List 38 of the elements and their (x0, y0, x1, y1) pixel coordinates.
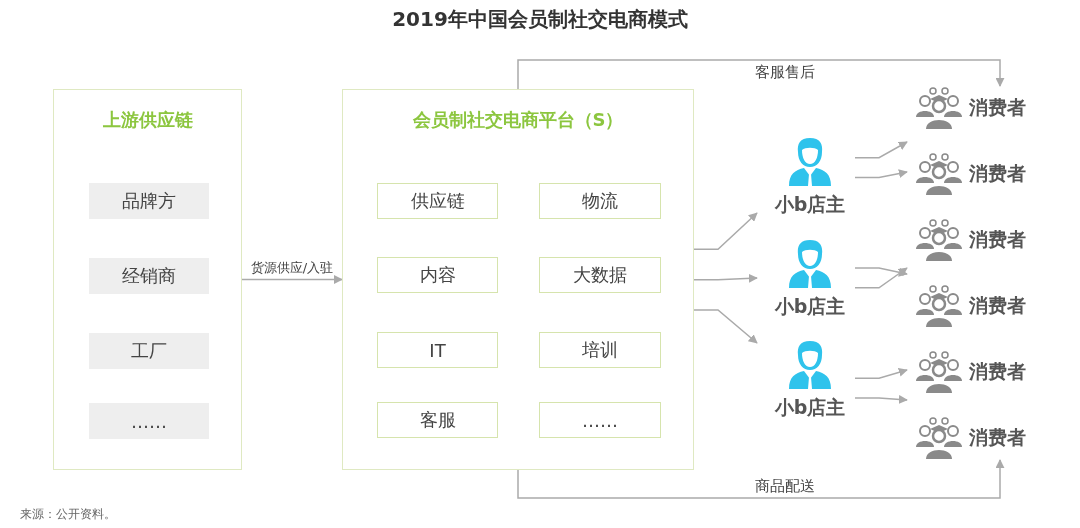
item-box (539, 402, 661, 438)
consumer-label: 消费者 (969, 161, 1026, 186)
item-box (539, 183, 661, 219)
consumer-label: 消费者 (969, 227, 1026, 252)
edge-label: 客服售后 (754, 63, 816, 82)
source-note: 来源：公开资料。 (20, 506, 116, 523)
item-label: 供应链 (410, 189, 465, 213)
item-label: 大数据 (573, 263, 627, 287)
consumer-label: 消费者 (969, 95, 1026, 120)
item-box (539, 332, 661, 368)
item-label: 内容 (419, 263, 456, 287)
item-label: 工厂 (131, 339, 167, 363)
item-label: 经销商 (122, 264, 176, 288)
consumer-label: 消费者 (969, 293, 1026, 318)
item-label: 物流 (582, 189, 618, 213)
item-label: …… (582, 409, 618, 431)
item-label: …… (131, 410, 167, 432)
shop-owner-label: 小b店主 (774, 395, 846, 420)
item-box (377, 332, 498, 368)
shop-owner-label: 小b店主 (774, 192, 846, 217)
item-box (377, 402, 498, 438)
consumer-label: 消费者 (969, 359, 1026, 384)
consumer-label: 消费者 (969, 425, 1026, 450)
item-box (377, 257, 498, 293)
edge-label: 货源供应/入驻 (249, 258, 335, 277)
panel-box (342, 89, 694, 470)
item-box (377, 183, 498, 219)
panel-heading: 上游供应链 (101, 108, 194, 132)
panel-heading: 会员制社交电商平台（S） (411, 108, 625, 132)
panel-box (53, 89, 242, 470)
edge-label: 商品配送 (754, 477, 816, 496)
item-label: 客服 (419, 408, 456, 432)
item-box (539, 257, 661, 293)
item-label: 培训 (582, 338, 618, 362)
item-label: IT (429, 339, 446, 361)
title: 2019年中国会员制社交电商模式 (391, 6, 689, 33)
shop-owner-label: 小b店主 (774, 294, 846, 319)
item-label: 品牌方 (122, 189, 176, 213)
